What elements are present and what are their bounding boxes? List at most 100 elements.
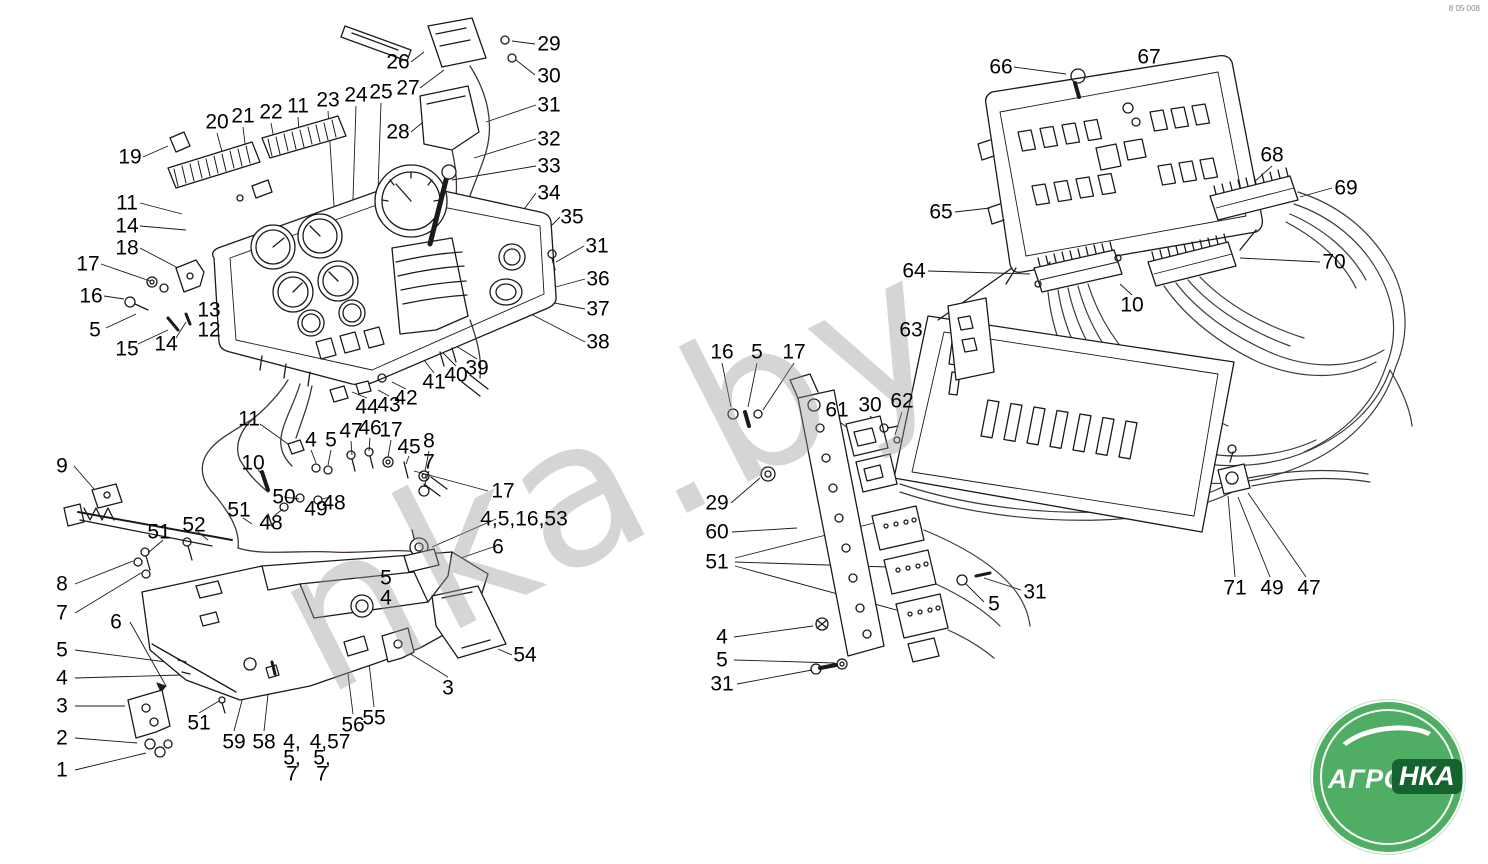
logo-text-nka: НКА (1392, 759, 1462, 794)
callout-label: 49 (304, 497, 328, 521)
callout-label: 20 (205, 110, 229, 134)
callout-label: 48 (259, 511, 283, 535)
callout-label: 16 (79, 284, 103, 308)
callout-label: 5, (283, 746, 301, 770)
callout-label: 30 (537, 64, 561, 88)
callout-label: 5 (89, 318, 101, 342)
callout-label: 35 (560, 205, 584, 229)
callout-label: 29 (537, 32, 561, 56)
left-assembly-instrument-panel (63, 17, 557, 758)
callout-label: 27 (396, 76, 420, 100)
callout-label: 51 (705, 550, 729, 574)
callout-label: 28 (386, 120, 410, 144)
brand-logo: АГРО НКА (1313, 702, 1463, 852)
callout-label: 43 (377, 393, 401, 417)
callout-label: 4 (305, 428, 317, 452)
callout-label: 6 (110, 610, 122, 634)
callout-label: 69 (1334, 176, 1358, 200)
callout-label: 22 (259, 100, 283, 124)
callout-label: 60 (705, 520, 729, 544)
callout-label: 19 (118, 145, 142, 169)
callout-label: 65 (929, 200, 953, 224)
callout-label: 45 (397, 435, 421, 459)
callout-label: 3 (442, 676, 454, 700)
callout-label: 4,5,16,53 (480, 507, 568, 531)
callout-label: 52 (182, 513, 206, 537)
callout-label: 3 (56, 694, 68, 718)
callout-label: 5 (380, 566, 392, 590)
callout-label: 37 (586, 297, 610, 321)
callout-label: 29 (705, 491, 729, 515)
callout-label: 44 (355, 395, 379, 419)
callout-label: 13 (197, 298, 221, 322)
callout-label: 5 (325, 428, 337, 452)
callout-label: 11 (238, 407, 260, 431)
callout-label: 55 (362, 706, 386, 730)
callout-label: 6 (492, 535, 504, 559)
callout-label: 23 (316, 88, 340, 112)
callout-label: 34 (537, 181, 561, 205)
callout-label: 15 (115, 337, 139, 361)
callout-label: 68 (1260, 143, 1284, 167)
callout-label: 66 (989, 55, 1013, 79)
callout-label: 25 (369, 80, 393, 104)
callout-label: 5 (988, 592, 1000, 616)
callout-label: 56 (341, 713, 365, 737)
callout-label: 47 (1297, 576, 1321, 600)
callout-label: 18 (115, 236, 139, 260)
callout-label: 63 (899, 318, 923, 342)
corner-note: 8 05 008 (1448, 4, 1480, 13)
callout-label: 5 (56, 638, 68, 662)
callout-label: 51 (187, 711, 211, 735)
callout-label: 54 (513, 643, 537, 667)
callout-label: 10 (241, 451, 265, 475)
callout-label: 70 (1322, 250, 1346, 274)
callout-label: 5, (313, 746, 331, 770)
callout-label: 41 (422, 370, 446, 394)
callout-label: 4 (716, 625, 728, 649)
callout-label: 30 (858, 393, 882, 417)
callout-label: 46 (358, 416, 382, 440)
callout-label: 32 (537, 127, 561, 151)
callout-label: 61 (825, 398, 849, 422)
callout-label: 21 (231, 104, 255, 128)
callout-label: 42 (394, 386, 418, 410)
callout-label: 50 (272, 485, 296, 509)
callout-label: 1 (56, 758, 68, 782)
callout-label: 14 (154, 332, 178, 356)
callout-label: 31 (537, 93, 561, 117)
callout-label: 9 (56, 454, 68, 478)
callout-label: 17 (76, 252, 100, 276)
callout-label: 40 (444, 363, 468, 387)
callout-label: 26 (386, 50, 410, 74)
callout-label: 51 (147, 520, 171, 544)
logo-circle: АГРО НКА (1313, 702, 1463, 852)
callout-label: 10 (1120, 293, 1144, 317)
logo-text-agro: АГРО (1328, 764, 1406, 794)
callout-label: 4, (283, 730, 301, 754)
callout-label: 67 (1137, 45, 1161, 69)
callout-label: 7 (316, 762, 328, 786)
callout-label: 16 (710, 340, 734, 364)
callout-label: 11 (116, 191, 138, 215)
callout-label: 7 (56, 601, 68, 625)
callout-label: 5 (716, 648, 728, 672)
callout-label: 64 (902, 259, 926, 283)
callout-label: 59 (222, 730, 246, 754)
callout-label: 33 (537, 154, 561, 178)
callout-label: 8 (56, 572, 68, 596)
callout-label: 31 (710, 672, 734, 696)
right-assembly-relay-panel (727, 54, 1413, 675)
callout-label: 38 (586, 330, 610, 354)
callout-label: 17 (379, 418, 403, 442)
callout-label: 4 (56, 666, 68, 690)
callout-label: 2 (56, 726, 68, 750)
callout-label: 31 (1023, 580, 1047, 604)
callout-label: 62 (890, 389, 914, 413)
callout-label: 11 (287, 94, 309, 118)
callout-label: 4,57 (309, 730, 351, 754)
callout-label: 17 (782, 340, 806, 364)
